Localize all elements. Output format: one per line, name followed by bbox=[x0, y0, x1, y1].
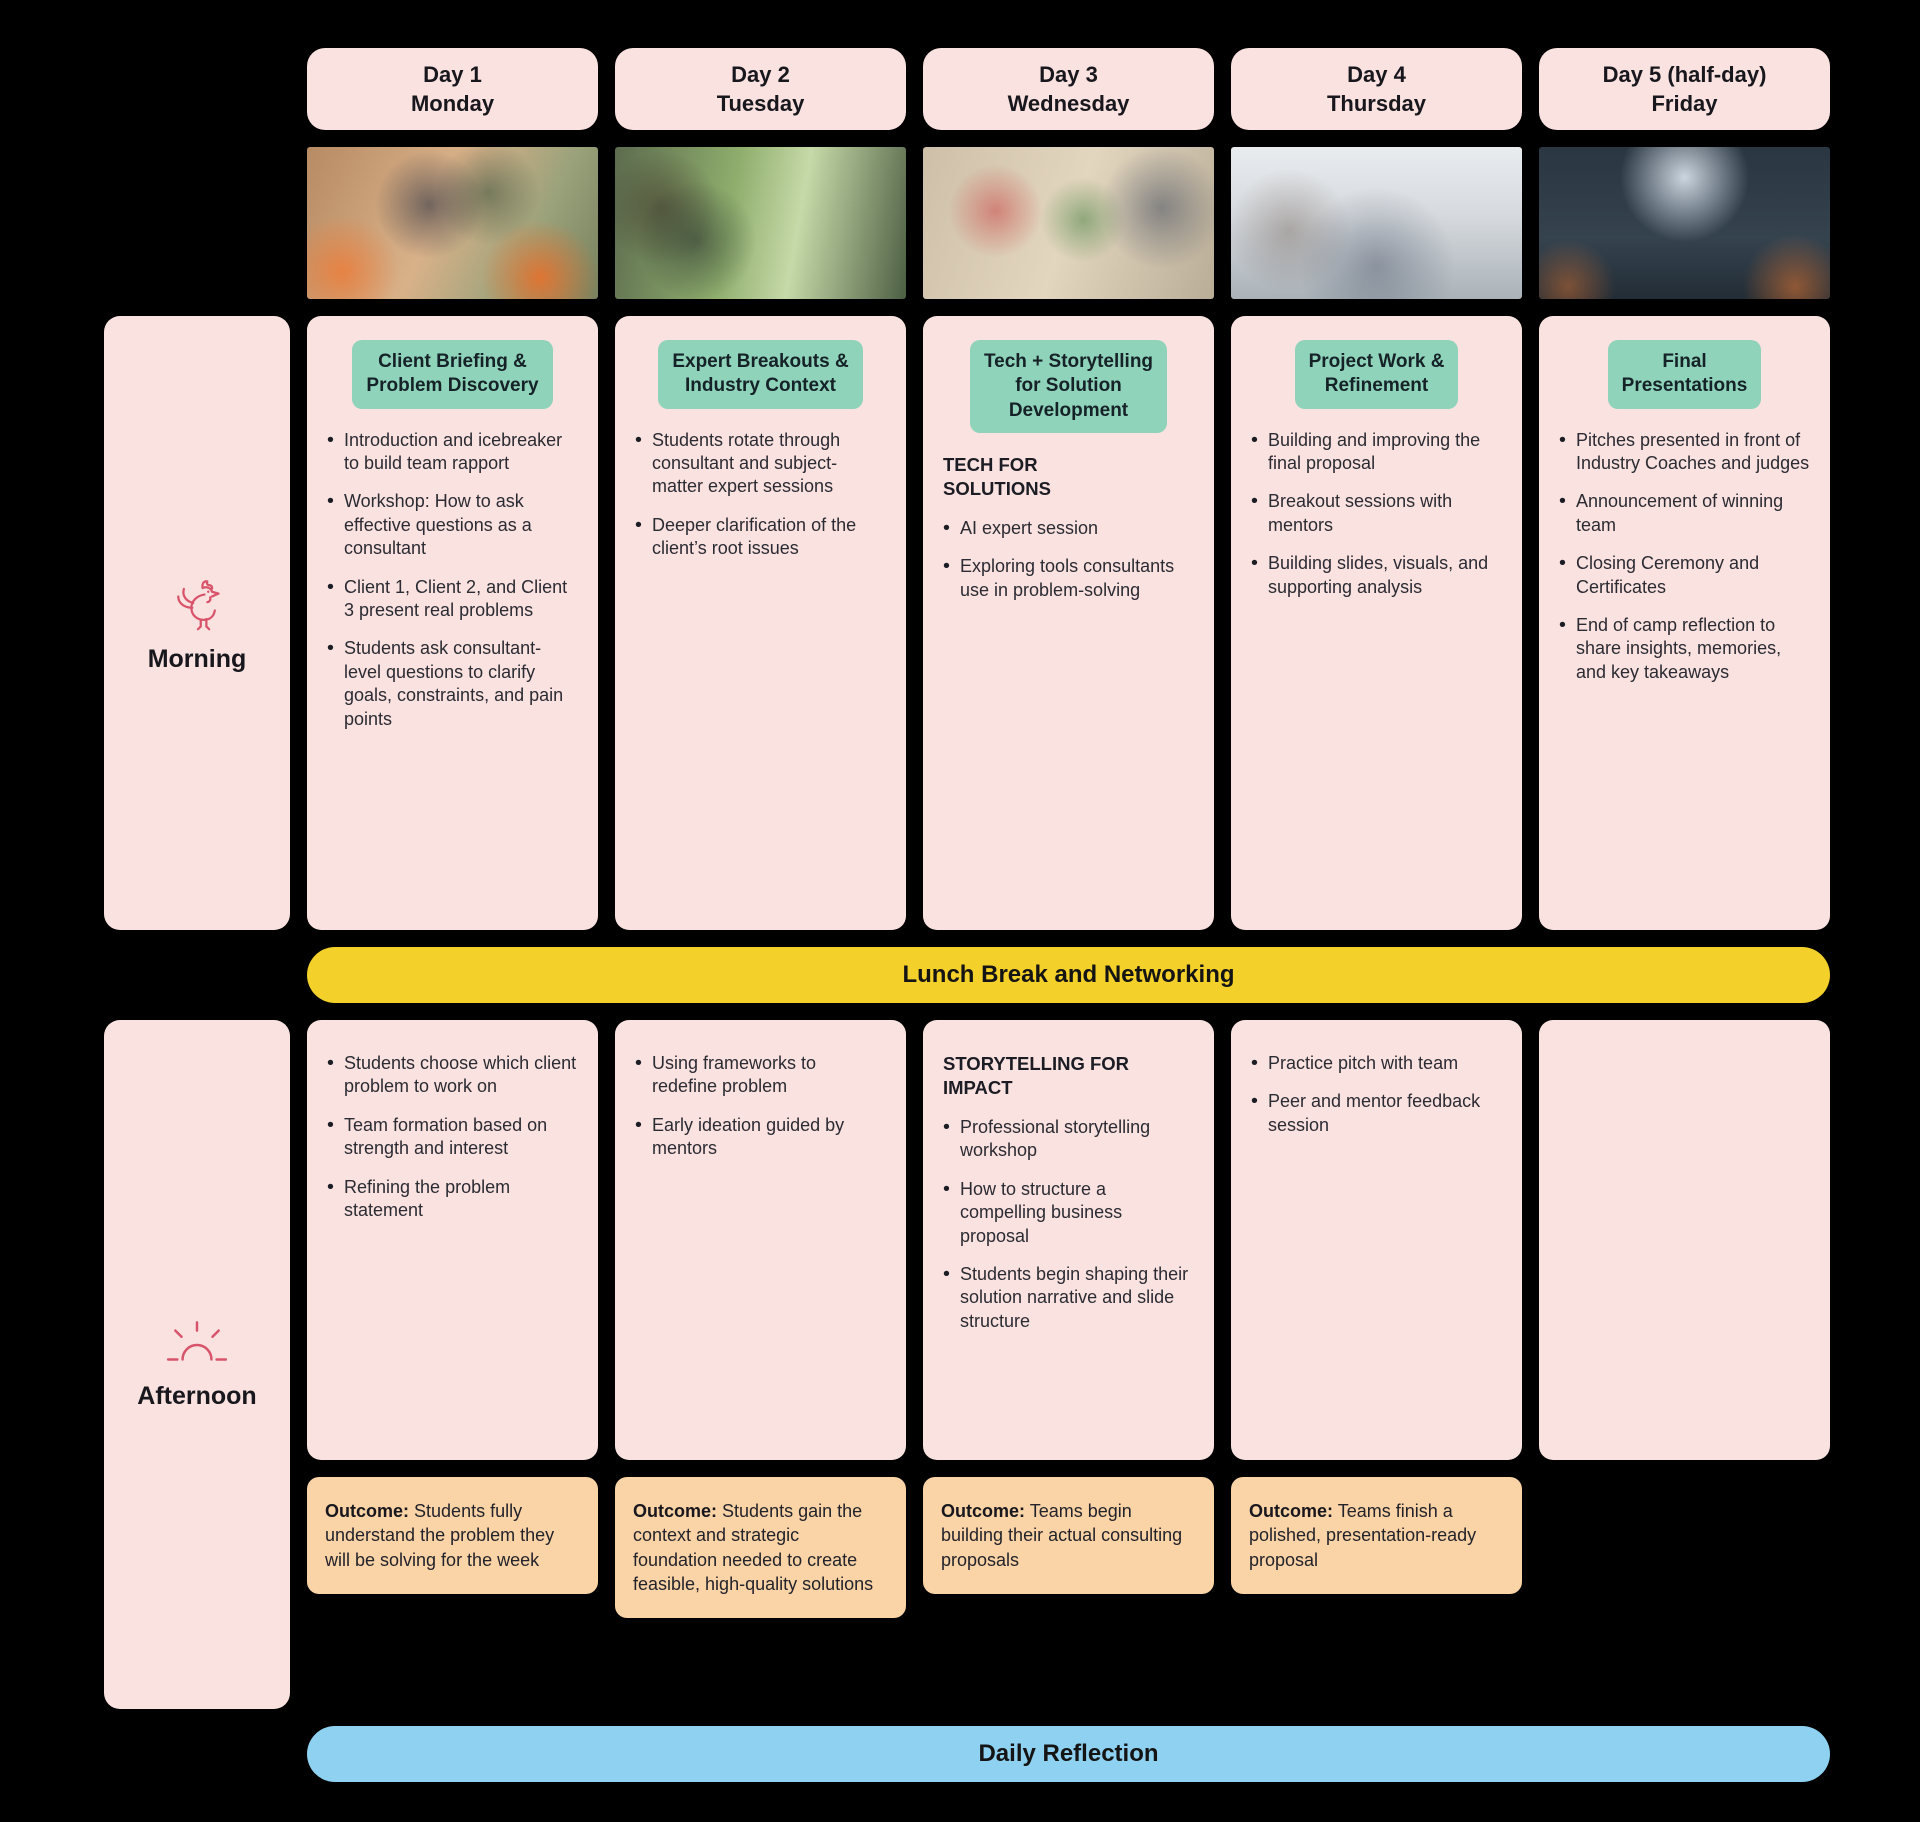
bullet-item: Exploring tools consultants use in probl… bbox=[943, 554, 1194, 602]
day-5-header-pill: Day 5 (half-day) Friday bbox=[1539, 48, 1830, 130]
rooster-icon bbox=[167, 573, 227, 633]
outcome-text: Students fully understand the problem th… bbox=[325, 1501, 555, 1570]
morning-bullet-list: Introduction and icebreaker to build tea… bbox=[327, 428, 578, 731]
day-4-header-pill: Day 4 Thursday bbox=[1231, 48, 1522, 130]
day-1-morning-card: Client Briefing & Problem Discovery Intr… bbox=[307, 316, 598, 930]
outcome-label: Outcome: bbox=[633, 1501, 718, 1521]
day-5-afternoon-card bbox=[1539, 1020, 1830, 1460]
day-2-header-pill: Day 2 Tuesday bbox=[615, 48, 906, 130]
bullet-item: Pitches presented in front of Industry C… bbox=[1559, 428, 1810, 476]
day-weekday: Tuesday bbox=[716, 91, 805, 116]
bullet-item: Early ideation guided by mentors bbox=[635, 1113, 886, 1161]
day-4-morning-card: Project Work & Refinement Building and i… bbox=[1231, 316, 1522, 930]
day-1-header-pill: Day 1 Monday bbox=[307, 48, 598, 130]
bullet-item: Introduction and icebreaker to build tea… bbox=[327, 428, 578, 476]
outcome-text: Teams finish a polished, presentation-re… bbox=[1249, 1501, 1477, 1570]
bullet-item: End of camp reflection to share insights… bbox=[1559, 613, 1810, 684]
bullet-item: Breakout sessions with mentors bbox=[1251, 489, 1502, 537]
morning-session-title: Client Briefing & Problem Discovery bbox=[352, 340, 553, 409]
morning-bullet-list: Pitches presented in front of Industry C… bbox=[1559, 428, 1810, 685]
bullet-item: Building slides, visuals, and supporting… bbox=[1251, 551, 1502, 599]
lunch-banner: Lunch Break and Networking bbox=[307, 947, 1830, 1003]
day-3-afternoon-card: STORYTELLING FOR IMPACT Professional sto… bbox=[923, 1020, 1214, 1460]
bullet-item: AI expert session bbox=[943, 516, 1194, 542]
day-weekday: Friday bbox=[1651, 91, 1718, 116]
bullet-item: Workshop: How to ask effective questions… bbox=[327, 489, 578, 560]
morning-session-title: Tech + Storytelling for Solution Develop… bbox=[969, 340, 1168, 433]
day-2-morning-card: Expert Breakouts & Industry Context Stud… bbox=[615, 316, 906, 930]
bullet-item: Students begin shaping their solution na… bbox=[943, 1262, 1194, 1333]
day-1-afternoon-card: Students choose which client problem to … bbox=[307, 1020, 598, 1460]
daily-reflection-banner: Daily Reflection bbox=[307, 1726, 1830, 1782]
outcome-label: Outcome: bbox=[1249, 1501, 1334, 1521]
morning-bullet-list: AI expert sessionExploring tools consult… bbox=[943, 516, 1194, 602]
bullet-item: Professional storytelling workshop bbox=[943, 1115, 1194, 1163]
bullet-item: Deeper clarification of the client’s roo… bbox=[635, 513, 886, 561]
schedule-grid: Day 1 Monday Day 2 Tuesday Day 3 Wednesd… bbox=[104, 48, 1830, 1782]
outcome-text: Teams begin building their actual consul… bbox=[941, 1501, 1183, 1570]
bullet-item: Building and improving the final proposa… bbox=[1251, 428, 1502, 476]
bullet-item: Using frameworks to redefine problem bbox=[635, 1051, 886, 1099]
afternoon-bullet-list: Practice pitch with teamPeer and mentor … bbox=[1251, 1051, 1502, 1137]
day-2-afternoon-card: Using frameworks to redefine problemEarl… bbox=[615, 1020, 906, 1460]
afternoon-bullet-list: Professional storytelling workshopHow to… bbox=[943, 1115, 1194, 1333]
outcome-label: Outcome: bbox=[325, 1501, 410, 1521]
bullet-item: Client 1, Client 2, and Client 3 present… bbox=[327, 575, 578, 623]
day-weekday: Wednesday bbox=[1007, 91, 1130, 116]
bullet-item: Team formation based on strength and int… bbox=[327, 1113, 578, 1161]
day-5-photo bbox=[1539, 147, 1830, 299]
day-1-photo bbox=[307, 147, 598, 299]
morning-session-title: Project Work & Refinement bbox=[1294, 340, 1459, 409]
bullet-item: Announcement of winning team bbox=[1559, 489, 1810, 537]
afternoon-row-label: Afternoon bbox=[104, 1020, 290, 1709]
outcome-text: Students gain the context and strategic … bbox=[633, 1501, 874, 1594]
day-weekday: Monday bbox=[410, 91, 495, 116]
day-4-photo bbox=[1231, 147, 1522, 299]
day-3-morning-card: Tech + Storytelling for Solution Develop… bbox=[923, 316, 1214, 930]
day-3-photo bbox=[923, 147, 1214, 299]
day-2-outcome-card: Outcome: Students gain the context and s… bbox=[615, 1477, 906, 1619]
afternoon-subheading: STORYTELLING FOR IMPACT bbox=[943, 1053, 1130, 1099]
day-number: Day 2 bbox=[731, 61, 790, 87]
day-5-morning-card: Final Presentations Pitches presented in… bbox=[1539, 316, 1830, 930]
day-number: Day 1 bbox=[423, 61, 482, 87]
day-number: Day 3 bbox=[1039, 61, 1098, 87]
morning-bullet-list: Students rotate through consultant and s… bbox=[635, 428, 886, 561]
day-1-outcome-card: Outcome: Students fully understand the p… bbox=[307, 1477, 598, 1594]
afternoon-label-text: Afternoon bbox=[137, 1382, 257, 1410]
outcome-label: Outcome: bbox=[941, 1501, 1026, 1521]
bullet-item: Students choose which client problem to … bbox=[327, 1051, 578, 1099]
day-number: Day 4 bbox=[1347, 61, 1406, 87]
bullet-item: Students ask consultant-level questions … bbox=[327, 636, 578, 731]
day-4-outcome-card: Outcome: Teams finish a polished, presen… bbox=[1231, 1477, 1522, 1594]
day-weekday: Thursday bbox=[1326, 91, 1427, 116]
bullet-item: How to structure a compelling business p… bbox=[943, 1177, 1194, 1248]
afternoon-bullet-list: Using frameworks to redefine problemEarl… bbox=[635, 1051, 886, 1161]
morning-row-label: Morning bbox=[104, 316, 290, 930]
bullet-item: Practice pitch with team bbox=[1251, 1051, 1502, 1077]
morning-session-title: Expert Breakouts & Industry Context bbox=[658, 340, 863, 409]
morning-subheading: TECH FOR SOLUTIONS bbox=[943, 453, 1051, 499]
morning-bullet-list: Building and improving the final proposa… bbox=[1251, 428, 1502, 599]
day-number: Day 5 (half-day) bbox=[1602, 61, 1767, 87]
bullet-item: Students rotate through consultant and s… bbox=[635, 428, 886, 499]
bullet-item: Peer and mentor feedback session bbox=[1251, 1089, 1502, 1137]
day-2-photo bbox=[615, 147, 906, 299]
morning-label-text: Morning bbox=[147, 644, 247, 673]
bullet-item: Refining the problem statement bbox=[327, 1175, 578, 1223]
bullet-item: Closing Ceremony and Certificates bbox=[1559, 551, 1810, 599]
day-3-header-pill: Day 3 Wednesday bbox=[923, 48, 1214, 130]
day-4-afternoon-card: Practice pitch with teamPeer and mentor … bbox=[1231, 1020, 1522, 1460]
sunset-icon bbox=[164, 1318, 230, 1370]
day-3-outcome-card: Outcome: Teams begin building their actu… bbox=[923, 1477, 1214, 1594]
morning-session-title: Final Presentations bbox=[1607, 340, 1762, 409]
afternoon-bullet-list: Students choose which client problem to … bbox=[327, 1051, 578, 1223]
